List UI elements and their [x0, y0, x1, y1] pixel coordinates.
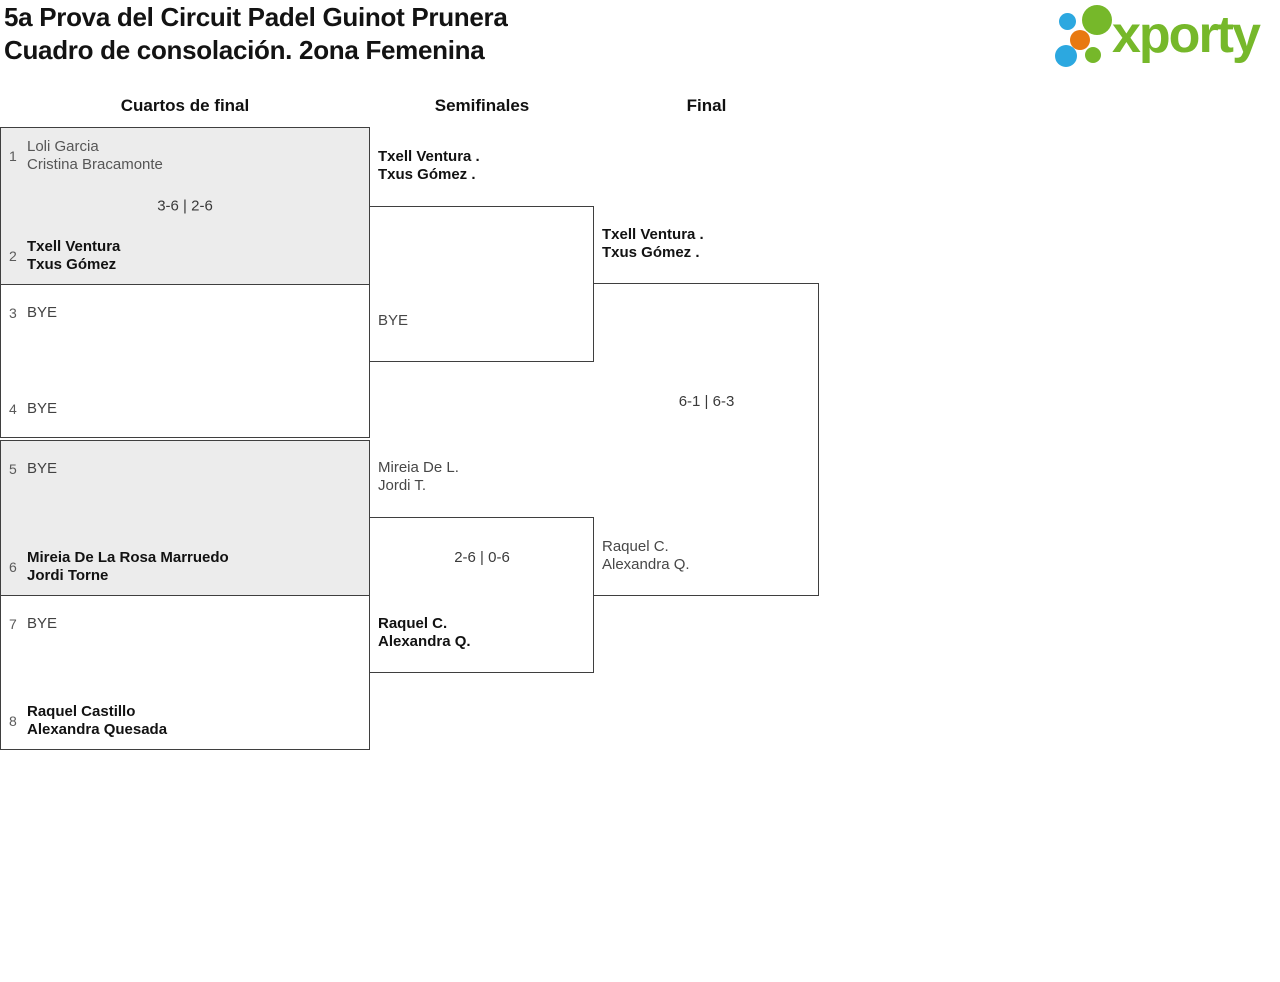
team-slot: 2 Txell Ventura Txus Gómez	[9, 238, 359, 274]
match-quarterfinal-3: 5 BYE 6 Mireia De La Rosa Marruedo Jordi…	[0, 440, 370, 596]
team-slot: 7 BYE	[9, 606, 359, 642]
player-name: BYE	[27, 615, 58, 632]
player-name: Txus Gómez .	[378, 166, 476, 183]
player-name: Txell Ventura .	[602, 226, 704, 243]
seed-number: 4	[9, 401, 17, 417]
seed-number: 7	[9, 616, 17, 632]
match-quarterfinal-4: 7 BYE 8 Raquel Castillo Alexandra Quesad…	[0, 595, 370, 750]
seed-number: 3	[9, 305, 17, 321]
team-name: Txell Ventura Txus Gómez	[27, 238, 120, 274]
seed-number: 5	[9, 461, 17, 477]
seed-number: 2	[9, 248, 17, 264]
match-score: 6-1 | 6-3	[678, 393, 735, 410]
player-name: Alexandra Q.	[602, 556, 690, 573]
team-slot: 3 BYE	[9, 295, 359, 331]
logo-dot-green-large-icon	[1082, 5, 1112, 35]
team-label-final-bottom: Raquel C. Alexandra Q.	[602, 538, 814, 574]
match-score: 2-6 | 0-6	[454, 549, 510, 566]
player-name: Raquel Castillo	[27, 703, 136, 720]
seed-number: 8	[9, 713, 17, 729]
player-name: Alexandra Quesada	[27, 721, 168, 738]
player-name: BYE	[27, 304, 58, 321]
team-slot: 4 BYE	[9, 391, 359, 427]
team-name: BYE	[27, 295, 57, 331]
match-quarterfinal-1: 1 Loli Garcia Cristina Bracamonte 3-6 | …	[0, 127, 370, 285]
match-quarterfinal-2: 3 BYE 4 BYE	[0, 284, 370, 438]
team-slot: 6 Mireia De La Rosa Marruedo Jordi Torne	[9, 549, 359, 585]
player-name: Jordi Torne	[27, 567, 109, 584]
logo-wordmark: xporty	[1112, 6, 1261, 64]
team-name: Mireia De La Rosa Marruedo Jordi Torne	[27, 549, 229, 585]
player-name: Raquel C.	[378, 615, 448, 632]
match-score: 3-6 | 2-6	[157, 197, 213, 215]
match-final-connector	[594, 283, 819, 596]
player-name: Txell Ventura	[27, 238, 121, 255]
round-header-quarterfinals: Cuartos de final	[120, 96, 250, 115]
match-semifinal-1-connector	[370, 206, 594, 362]
player-name: Txus Gómez .	[602, 244, 700, 261]
team-slot: 5 BYE	[9, 451, 359, 487]
player-name: Txus Gómez	[27, 256, 117, 273]
title-line-2: Cuadro de consolación. 2ona Femenina	[4, 35, 485, 65]
team-label-sf2-top: Mireia De L. Jordi T.	[378, 459, 590, 495]
team-label-final-top: Txell Ventura . Txus Gómez .	[602, 226, 814, 262]
title-line-1: 5a Prova del Circuit Padel Guinot Pruner…	[4, 2, 508, 32]
player-name: BYE	[27, 460, 58, 477]
team-name: BYE	[27, 451, 57, 487]
page-title: 5a Prova del Circuit Padel Guinot Pruner…	[4, 1, 508, 67]
seed-number: 1	[9, 148, 17, 164]
team-name: Raquel Castillo Alexandra Quesada	[27, 703, 167, 739]
logo-dot-green-small-icon	[1085, 47, 1101, 63]
player-name: Mireia De L.	[378, 459, 459, 476]
player-name: Jordi T.	[378, 477, 427, 494]
player-name: BYE	[27, 400, 58, 417]
player-name: Loli Garcia	[27, 138, 99, 155]
seed-number: 6	[9, 559, 17, 575]
player-name: Raquel C.	[602, 538, 669, 555]
team-name: BYE	[27, 606, 57, 642]
team-name: Loli Garcia Cristina Bracamonte	[27, 138, 163, 174]
player-name: BYE	[378, 312, 409, 329]
logo-dot-blue-small-icon	[1059, 13, 1076, 30]
logo-dot-blue-large-icon	[1055, 45, 1077, 67]
team-slot: 8 Raquel Castillo Alexandra Quesada	[9, 703, 359, 739]
round-header-semifinals: Semifinales	[434, 96, 530, 115]
team-label-sf1-top: Txell Ventura . Txus Gómez .	[378, 148, 590, 184]
team-name: BYE	[27, 391, 57, 427]
round-header-final: Final	[686, 96, 727, 115]
team-label-sf2-bottom: Raquel C. Alexandra Q.	[378, 615, 590, 651]
xporty-logo[interactable]: xporty	[1048, 2, 1280, 74]
logo-dot-orange-icon	[1070, 30, 1090, 50]
player-name: Mireia De La Rosa Marruedo	[27, 549, 229, 566]
player-name: Alexandra Q.	[378, 633, 471, 650]
match-semifinal-2-connector	[370, 517, 594, 673]
team-slot: 1 Loli Garcia Cristina Bracamonte	[9, 138, 359, 174]
player-name: Cristina Bracamonte	[27, 156, 163, 173]
player-name: Txell Ventura .	[378, 148, 480, 165]
team-label-sf1-bottom: BYE	[378, 303, 590, 339]
